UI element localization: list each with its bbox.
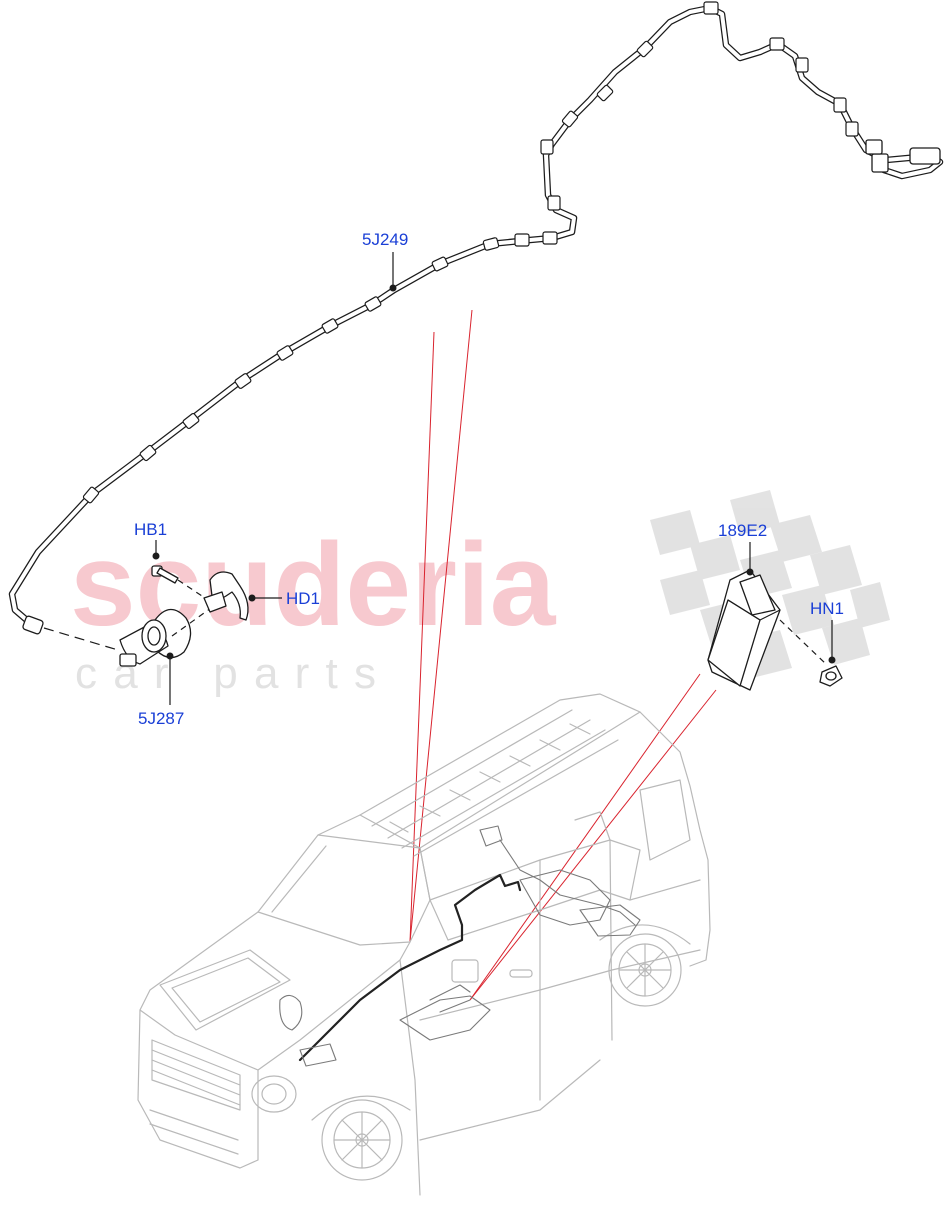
callout-hd1: HD1 bbox=[286, 589, 320, 608]
bracket-hd1 bbox=[203, 571, 249, 621]
nut-hn1 bbox=[819, 665, 843, 687]
control-module-189e2 bbox=[707, 569, 827, 691]
wiring-harness-5j249 bbox=[8, 1, 944, 635]
callout-hn1: HN1 bbox=[810, 599, 844, 618]
vehicle-illustration bbox=[137, 693, 711, 1196]
reference-lines bbox=[409, 309, 717, 1001]
callout-5j249: 5J249 bbox=[362, 230, 408, 249]
callout-labels: 5J249 HB1 HD1 5J287 189E2 HN1 bbox=[134, 230, 844, 728]
bolt-hb1 bbox=[151, 565, 206, 599]
callout-5j287: 5J287 bbox=[138, 709, 184, 728]
callout-189e2: 189E2 bbox=[718, 521, 767, 540]
checkered-flag-watermark bbox=[650, 490, 890, 678]
callout-leaders bbox=[152, 252, 836, 705]
harness-end-connector bbox=[865, 139, 941, 173]
callout-hb1: HB1 bbox=[134, 520, 167, 539]
washer-pump-5j287 bbox=[43, 597, 226, 667]
